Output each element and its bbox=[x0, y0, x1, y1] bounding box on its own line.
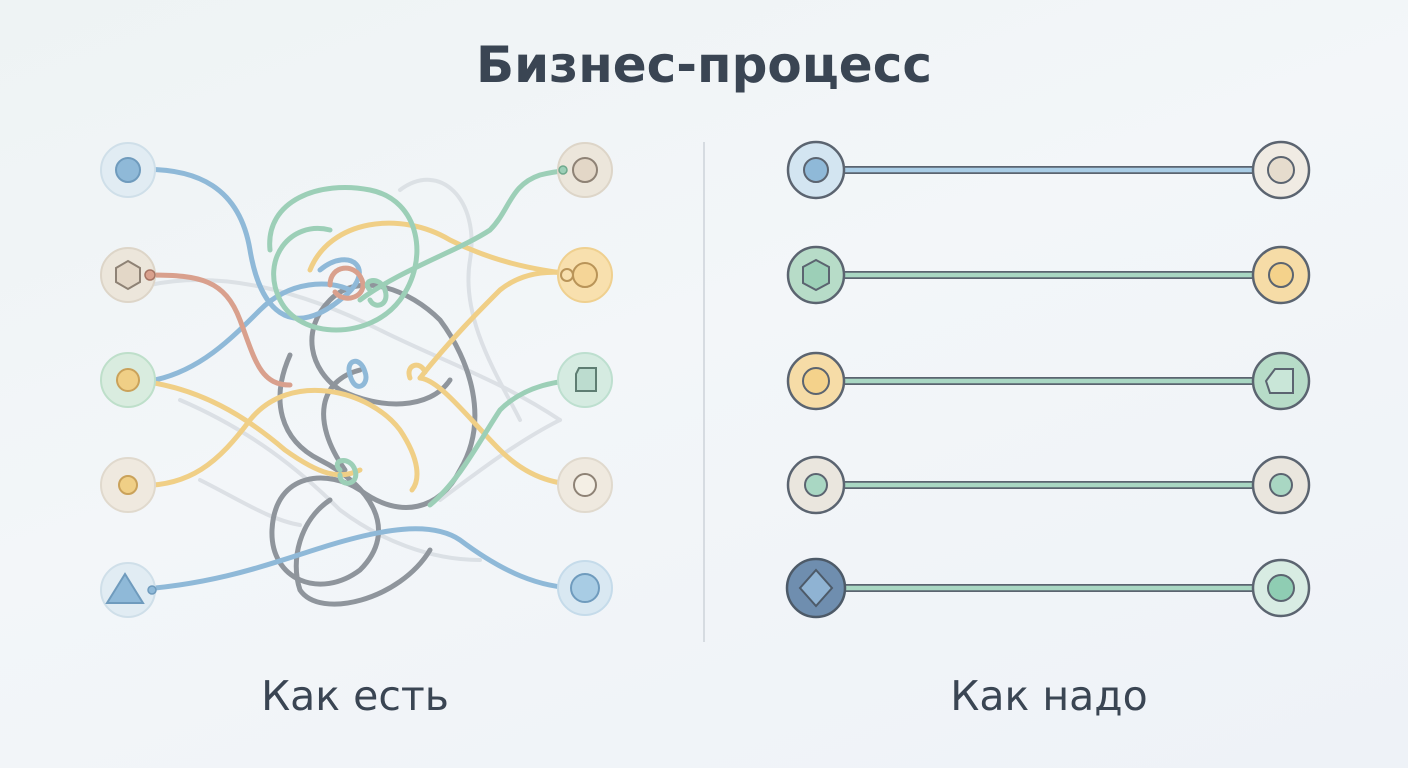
diamond-icon bbox=[798, 568, 834, 608]
to-be-caption: Как надо bbox=[950, 672, 1147, 720]
tangled-strand-rose bbox=[147, 272, 293, 388]
circle-icon bbox=[570, 573, 600, 603]
right-start-node-3 bbox=[786, 351, 846, 411]
tangled-strand-blue bbox=[127, 166, 362, 321]
right-start-node-4 bbox=[786, 455, 846, 515]
right-end-node-2 bbox=[1251, 245, 1311, 305]
tangled-strand-orange bbox=[417, 375, 588, 488]
port-dot bbox=[147, 585, 157, 595]
knot-loop bbox=[346, 359, 369, 389]
right-start-node-5 bbox=[785, 557, 847, 619]
left-end-node-1 bbox=[557, 142, 613, 198]
hexagon-icon bbox=[802, 258, 830, 292]
circle-icon bbox=[573, 473, 597, 497]
straight-row-3 bbox=[786, 351, 1311, 411]
circle-icon bbox=[1267, 574, 1295, 602]
hexagon-icon bbox=[115, 259, 141, 291]
knot-loop bbox=[364, 278, 389, 308]
knot-loop bbox=[327, 265, 366, 301]
straight-row-2 bbox=[786, 245, 1311, 305]
left-start-nodes bbox=[100, 142, 157, 618]
circle-icon bbox=[804, 473, 828, 497]
as-is-panel: Как есть bbox=[100, 142, 613, 720]
tangled-strand-green bbox=[267, 185, 420, 333]
left-start-node-3 bbox=[100, 352, 156, 408]
circle-icon bbox=[115, 157, 141, 183]
page-title: Бизнес-процесс bbox=[476, 36, 932, 94]
left-end-node-5 bbox=[557, 560, 613, 616]
circle-icon bbox=[803, 157, 829, 183]
faint-strand bbox=[438, 418, 562, 502]
tangle-strand bbox=[269, 282, 478, 587]
pentagon-icon bbox=[575, 367, 597, 392]
right-end-node-5 bbox=[1251, 558, 1311, 618]
to-be-panel: Как надо bbox=[785, 140, 1311, 720]
left-end-node-3 bbox=[557, 352, 613, 408]
green-strand-group bbox=[267, 167, 588, 508]
circle-icon bbox=[118, 475, 138, 495]
tangled-strand-blue bbox=[152, 281, 353, 383]
left-start-node-4 bbox=[100, 457, 156, 513]
left-end-node-2 bbox=[557, 247, 613, 303]
tangled-strand-orange bbox=[417, 269, 583, 381]
circle-icon bbox=[572, 262, 598, 288]
knot-loop bbox=[406, 362, 428, 381]
tangle-strand bbox=[293, 497, 433, 607]
left-start-node-2 bbox=[100, 247, 156, 303]
blue-strand-group bbox=[127, 166, 588, 593]
orange-strand-group bbox=[127, 220, 588, 493]
port-ring bbox=[560, 268, 574, 282]
left-start-node-5 bbox=[100, 562, 157, 618]
left-end-nodes bbox=[557, 142, 613, 616]
circle-icon bbox=[1268, 262, 1294, 288]
right-end-node-1 bbox=[1251, 140, 1311, 200]
right-end-node-3 bbox=[1251, 351, 1311, 411]
background-strands bbox=[148, 177, 562, 562]
right-start-node-1 bbox=[786, 140, 846, 200]
tangled-strand-orange bbox=[127, 377, 363, 478]
faint-strand bbox=[198, 478, 302, 527]
faint-strand bbox=[398, 177, 522, 422]
right-end-node-4 bbox=[1251, 455, 1311, 515]
left-start-node-1 bbox=[100, 142, 156, 198]
pentagon-icon bbox=[1264, 368, 1294, 394]
right-start-node-2 bbox=[786, 245, 846, 305]
knot-loop bbox=[334, 458, 359, 486]
tangled-strand-orange bbox=[127, 387, 420, 493]
tangled-strand-blue bbox=[127, 526, 588, 593]
straight-row-1 bbox=[786, 140, 1311, 200]
tangled-strand-orange bbox=[307, 220, 583, 278]
straight-row-4 bbox=[786, 455, 1311, 515]
circle-icon bbox=[1269, 473, 1293, 497]
triangle-icon bbox=[105, 572, 145, 604]
straight-row-5 bbox=[785, 557, 1311, 619]
circle-icon bbox=[1267, 156, 1295, 184]
circle-icon bbox=[802, 367, 830, 395]
port-dot bbox=[558, 165, 568, 175]
rose-strand-group bbox=[147, 265, 366, 388]
left-end-node-4 bbox=[557, 457, 613, 513]
as-is-caption: Как есть bbox=[261, 672, 449, 720]
circle-icon bbox=[116, 368, 140, 392]
port-dot bbox=[144, 269, 156, 281]
circle-icon bbox=[572, 157, 598, 183]
